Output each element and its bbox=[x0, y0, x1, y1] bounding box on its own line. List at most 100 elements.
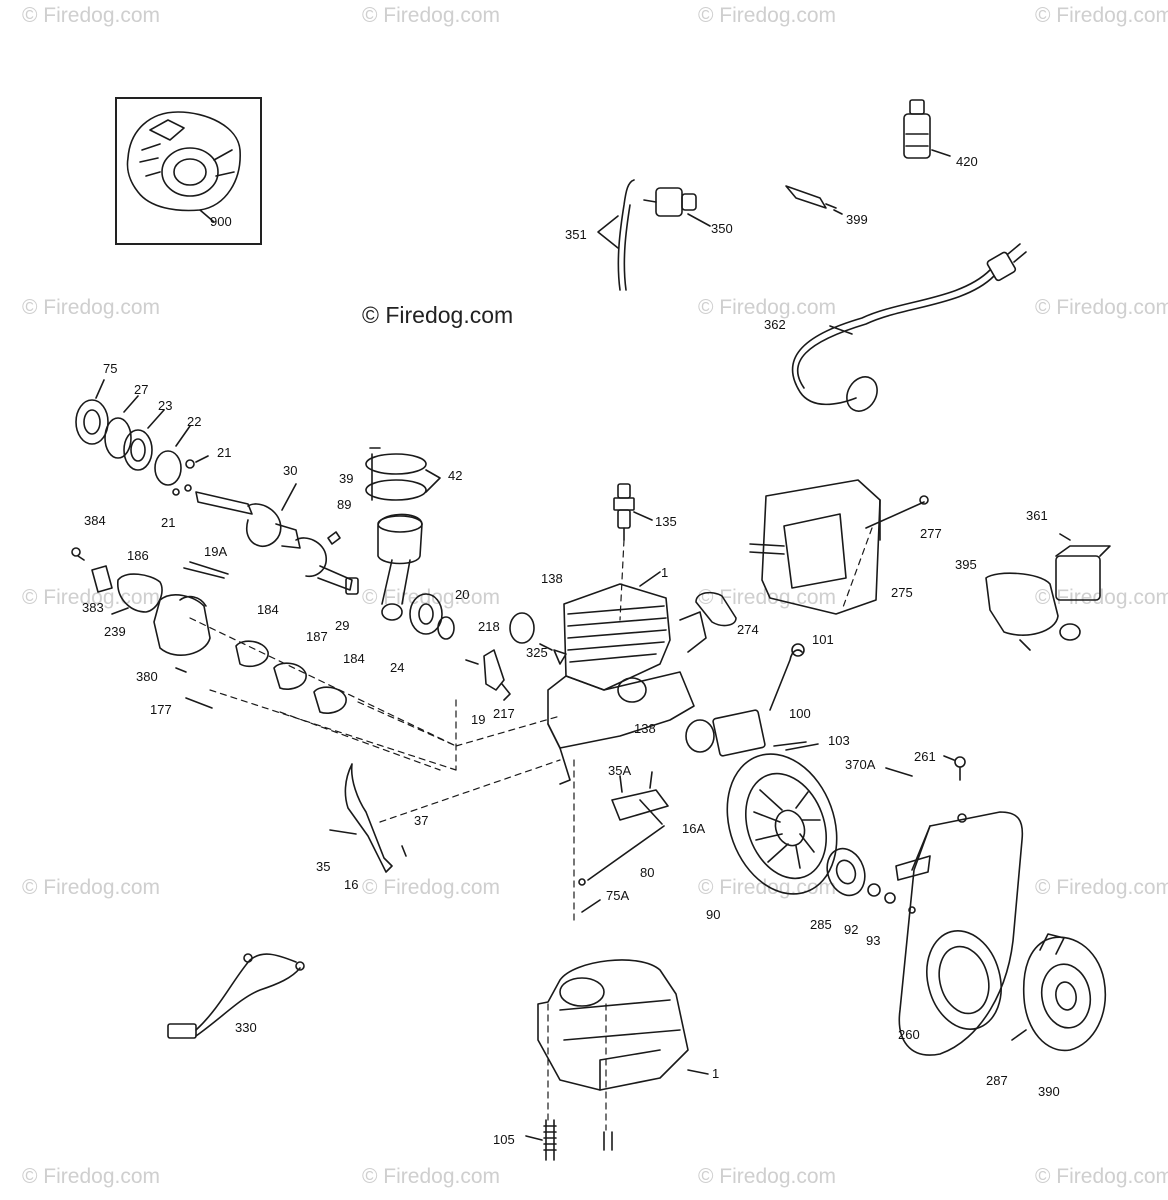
watermark: © Firedog.com bbox=[362, 4, 501, 27]
part-label: 30 bbox=[283, 463, 298, 478]
studs bbox=[525, 1119, 613, 1161]
center-watermark: © Firedog.com bbox=[362, 302, 514, 328]
governor-lever bbox=[329, 763, 407, 873]
part-label: 1 bbox=[661, 565, 669, 580]
part-label: 27 bbox=[134, 382, 149, 397]
part-label: 900 bbox=[210, 214, 232, 229]
part-label: 89 bbox=[337, 497, 352, 512]
recoil-starter bbox=[1011, 933, 1106, 1052]
part-label: 29 bbox=[335, 618, 350, 633]
part-label: 22 bbox=[187, 414, 202, 429]
cylinder-crankcase bbox=[465, 571, 715, 785]
part-label: 75A bbox=[606, 888, 630, 903]
watermark: © Firedog.com bbox=[22, 1165, 161, 1188]
electric-starter bbox=[985, 533, 1111, 651]
part-label: 80 bbox=[640, 865, 655, 880]
part-label: 184 bbox=[257, 602, 279, 617]
part-label: 362 bbox=[764, 317, 786, 332]
part-label: 21 bbox=[217, 445, 232, 460]
part-label: 370A bbox=[845, 757, 876, 772]
piston-assembly bbox=[327, 447, 455, 640]
part-label: 100 bbox=[789, 706, 811, 721]
carburetor-assembly bbox=[71, 547, 347, 714]
watermark: © Firedog.com bbox=[362, 586, 501, 609]
part-label: 420 bbox=[956, 154, 978, 169]
part-label: 261 bbox=[914, 749, 936, 764]
primer-assembly bbox=[597, 179, 711, 291]
watermark: © Firedog.com bbox=[1035, 586, 1168, 609]
watermark: © Firedog.com bbox=[698, 4, 837, 27]
bearings-seals bbox=[75, 379, 209, 496]
part-label: 39 bbox=[339, 471, 354, 486]
part-label: 16 bbox=[344, 877, 359, 892]
part-label: 16A bbox=[682, 821, 706, 836]
watermark: © Firedog.com bbox=[1035, 4, 1168, 27]
part-label: 135 bbox=[655, 514, 677, 529]
part-label: 101 bbox=[812, 632, 834, 647]
part-label: 21 bbox=[161, 515, 176, 530]
watermark: © Firedog.com bbox=[22, 876, 161, 899]
spark-plug bbox=[613, 483, 653, 541]
wire-harness bbox=[167, 953, 305, 1039]
watermark: © Firedog.com bbox=[362, 876, 501, 899]
part-label: 19A bbox=[204, 544, 228, 559]
blower-housing bbox=[895, 756, 1024, 1056]
watermark: © Firedog.com bbox=[362, 1165, 501, 1188]
part-label: 351 bbox=[565, 227, 587, 242]
guide-lines bbox=[189, 527, 873, 1131]
watermark: © Firedog.com bbox=[698, 296, 837, 319]
part-label: 218 bbox=[478, 619, 500, 634]
ignition-module bbox=[712, 643, 807, 757]
part-label: 350 bbox=[711, 221, 733, 236]
bolts bbox=[185, 643, 955, 913]
part-label: 177 bbox=[150, 702, 172, 717]
crankshaft bbox=[195, 483, 359, 595]
part-label: 217 bbox=[493, 706, 515, 721]
part-label: 361 bbox=[1026, 508, 1048, 523]
lower-crankcase bbox=[537, 959, 709, 1091]
part-label: 1 bbox=[712, 1066, 720, 1081]
muffler-assembly bbox=[695, 479, 929, 627]
oil-bottle bbox=[903, 99, 951, 159]
part-label: 239 bbox=[104, 624, 126, 639]
part-label: 19 bbox=[471, 712, 486, 727]
part-label: 184 bbox=[343, 651, 365, 666]
grease-tube bbox=[785, 185, 843, 215]
part-label: 287 bbox=[986, 1073, 1008, 1088]
part-label: 75 bbox=[103, 361, 118, 376]
part-label: 277 bbox=[920, 526, 942, 541]
part-label: 138 bbox=[634, 721, 656, 736]
flywheel bbox=[726, 753, 838, 895]
part-label: 42 bbox=[448, 468, 463, 483]
part-label: 383 bbox=[82, 600, 104, 615]
part-label: 92 bbox=[844, 922, 859, 937]
watermark: © Firedog.com bbox=[22, 296, 161, 319]
part-label: 390 bbox=[1038, 1084, 1060, 1099]
part-label: 138 bbox=[541, 571, 563, 586]
watermark: © Firedog.com bbox=[1035, 1165, 1168, 1188]
governor-bracket bbox=[578, 771, 669, 886]
part-label: 399 bbox=[846, 212, 868, 227]
part-label: 20 bbox=[455, 587, 470, 602]
part-label: 380 bbox=[136, 669, 158, 684]
part-label: 35 bbox=[316, 859, 331, 874]
watermark: © Firedog.com bbox=[698, 1165, 837, 1188]
engine-assembly-inset bbox=[126, 111, 241, 223]
watermark: © Firedog.com bbox=[22, 4, 161, 27]
watermark: © Firedog.com bbox=[698, 586, 837, 609]
part-label: 23 bbox=[158, 398, 173, 413]
part-label: 93 bbox=[866, 933, 881, 948]
part-label: 384 bbox=[84, 513, 106, 528]
part-label: 395 bbox=[955, 557, 977, 572]
part-label: 186 bbox=[127, 548, 149, 563]
part-label: 274 bbox=[737, 622, 759, 637]
part-label: 325 bbox=[526, 645, 548, 660]
part-label: 37 bbox=[414, 813, 429, 828]
extension-cord bbox=[791, 243, 1027, 412]
part-label: 260 bbox=[898, 1027, 920, 1042]
part-label: 24 bbox=[390, 660, 405, 675]
part-label: 90 bbox=[706, 907, 721, 922]
watermark: © Firedog.com bbox=[1035, 296, 1168, 319]
